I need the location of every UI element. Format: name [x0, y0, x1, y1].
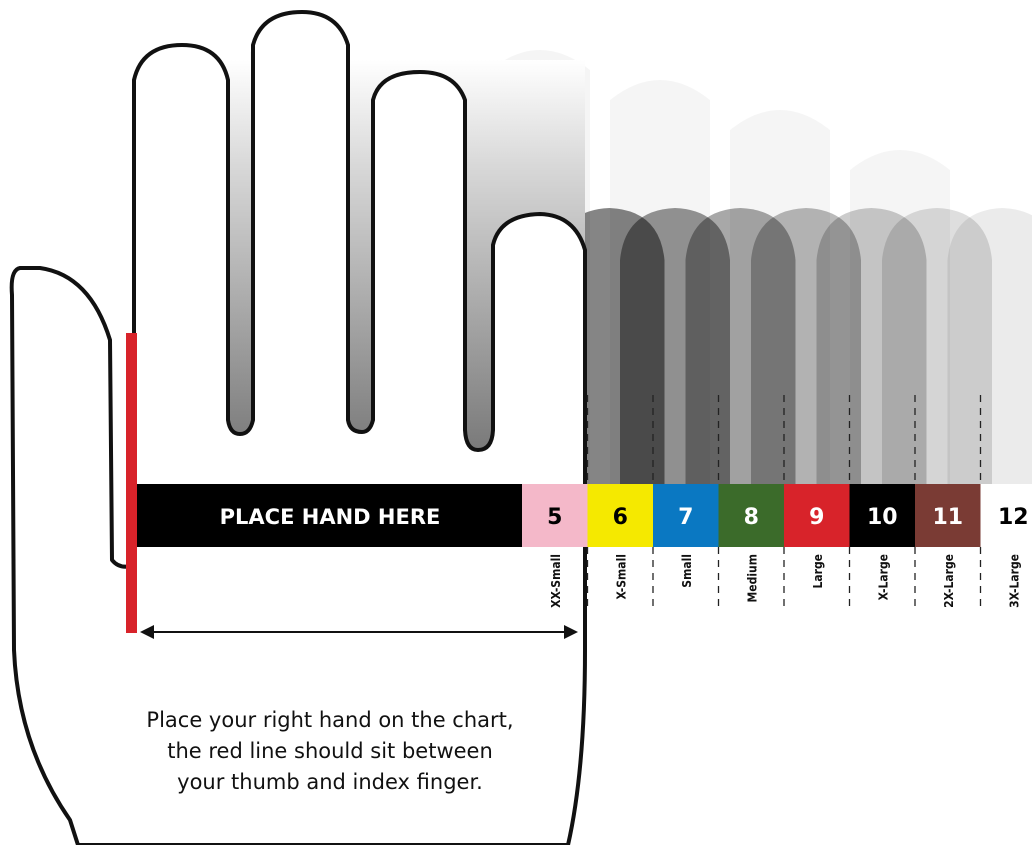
size-number-8: 8 — [744, 505, 759, 530]
size-label-large: Large — [811, 554, 825, 589]
size-number-12: 12 — [998, 505, 1029, 530]
size-label-x-large: X-Large — [876, 554, 890, 600]
size-label-medium: Medium — [745, 554, 759, 602]
instructions-text: Place your right hand on the chart, the … — [130, 705, 530, 798]
size-label-3x-large: 3X-Large — [1007, 554, 1021, 608]
place-hand-label: PLACE HAND HERE — [220, 505, 441, 529]
size-label-small: Small — [680, 554, 694, 588]
instructions-line-2: the red line should sit between — [130, 736, 530, 767]
ghost-top-4 — [730, 110, 830, 484]
size-label-x-small: X-Small — [614, 554, 628, 600]
size-number-5: 5 — [547, 505, 562, 530]
ghost-top-3 — [610, 80, 710, 484]
size-cells: 5 6 7 8 9 10 11 12 — [522, 484, 1032, 547]
size-number-10: 10 — [867, 505, 898, 530]
size-label-2x-large: 2X-Large — [942, 554, 956, 608]
red-line — [126, 333, 137, 633]
ghost-finger-12 — [948, 208, 1032, 484]
size-labels: XX-Small X-Small Small Medium Large X-Large 2X… — [549, 554, 1022, 608]
place-hand-bar: PLACE HAND HERE — [137, 484, 522, 547]
instructions-line-1: Place your right hand on the chart, — [130, 705, 530, 736]
size-number-9: 9 — [809, 505, 824, 530]
size-label-xx-small: XX-Small — [549, 554, 563, 608]
size-number-6: 6 — [613, 505, 628, 530]
size-number-11: 11 — [932, 505, 963, 530]
size-number-7: 7 — [678, 505, 693, 530]
ghost-top-5 — [850, 150, 950, 484]
instructions-line-3: your thumb and index finger. — [130, 767, 530, 798]
